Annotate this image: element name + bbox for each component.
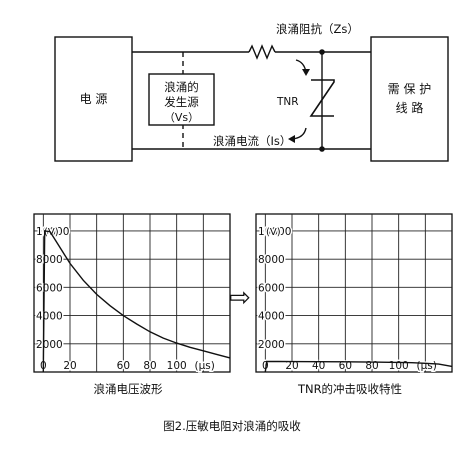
protected-line-label-2: 线 路 xyxy=(396,100,424,115)
y-axis-unit: (V) xyxy=(266,227,281,238)
y-tick-label: 8000 xyxy=(36,254,63,266)
x-axis-unit: (μs) xyxy=(194,360,214,372)
surge-source-label-2: 发生源 xyxy=(164,95,199,109)
surge-source-label-3: （Vs） xyxy=(164,111,199,124)
tnr-symbol-z xyxy=(309,79,335,117)
y-tick-label: 2000 xyxy=(258,339,285,351)
x-tick-label: 0 xyxy=(262,360,269,372)
x-tick-label: 80 xyxy=(143,360,156,372)
x-tick-label: 20 xyxy=(63,360,76,372)
current-arrow-top-head xyxy=(302,69,310,76)
surge-source-box xyxy=(148,73,215,126)
surge-impedance-resistor xyxy=(248,44,276,60)
tnr-label: TNR xyxy=(276,96,299,108)
left-chart-caption: 浪涌电压波形 xyxy=(94,382,163,396)
y-tick-label: 6000 xyxy=(258,282,285,294)
series-line xyxy=(264,360,453,373)
x-tick-label: 60 xyxy=(117,360,130,372)
chart-frame xyxy=(33,213,231,373)
chart-frame xyxy=(255,213,453,373)
impedance-label: 浪涌阻抗（Zs） xyxy=(276,22,359,36)
junction-bottom xyxy=(319,146,325,152)
figure-caption: 图2.压敏电阻对浪涌的吸收 xyxy=(163,419,301,433)
y-tick-label: 4000 xyxy=(36,311,63,323)
power-source-label: 电 源 xyxy=(80,92,108,106)
right-chart-caption: TNR的冲击吸收特性 xyxy=(297,382,402,396)
transition-arrow-icon: ⇨ xyxy=(229,283,251,313)
y-tick-label: 6000 xyxy=(36,282,63,294)
surge-current-label: 浪涌电流（Is） xyxy=(213,134,291,148)
power-source-box xyxy=(54,36,133,162)
junction-top xyxy=(319,49,325,55)
y-tick-label: 4000 xyxy=(258,311,285,323)
y-tick-label: 8000 xyxy=(258,254,285,266)
x-axis-unit: (μs) xyxy=(416,360,436,372)
y-tick-label: 2000 xyxy=(36,339,63,351)
current-arrow-bottom-head xyxy=(288,135,295,143)
protected-line-label-1: 需 保 护 xyxy=(388,82,432,96)
protected-line-box xyxy=(370,36,449,162)
surge-source-label-1: 浪涌的 xyxy=(164,80,199,94)
y-tick-label: 10000 xyxy=(258,226,291,238)
series-line xyxy=(42,230,231,373)
x-tick-label: 100 xyxy=(167,360,187,372)
